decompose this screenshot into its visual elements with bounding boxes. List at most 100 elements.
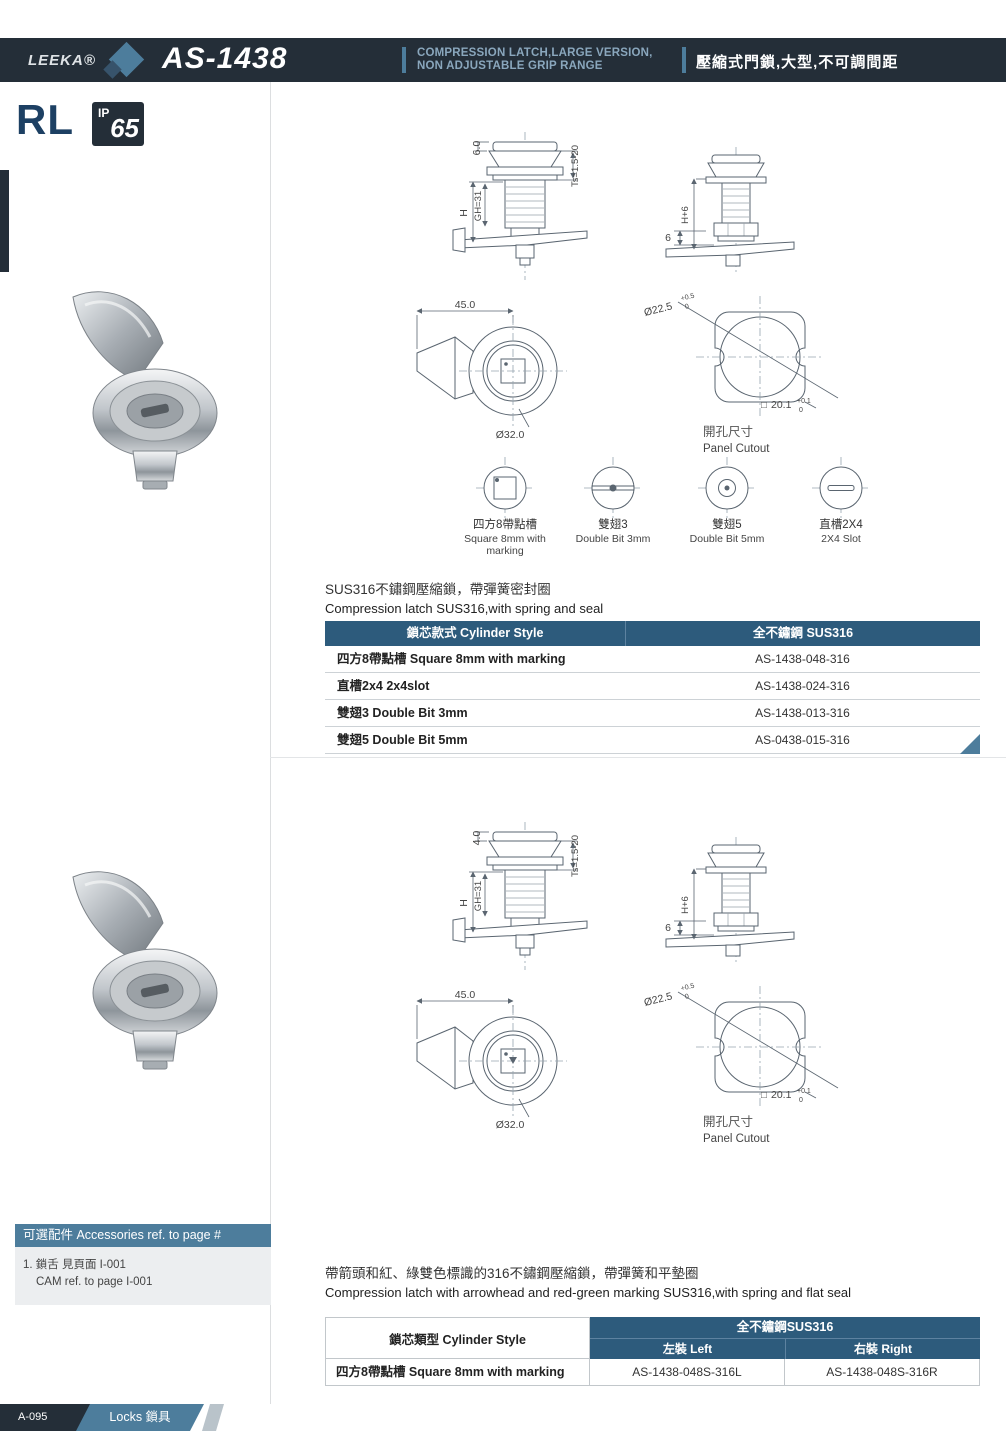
page-footer: A-095 Locks 鎖具 [0,1404,1006,1431]
square-tol-lower: 0 [799,1097,803,1104]
accessories-body: 1. 鎖舌 見頁面 I-001 CAM ref. to page I-001 [15,1247,271,1305]
technical-drawing-set-1: 6.0 Ts=1.5-20 H GH=31 6 H+6 45.0 Ø32.0 Ø… [300,120,870,557]
cylinder-style-cell: 四方8帶點槽 Square 8mm with marking [325,1359,590,1386]
dim-body-diameter: Ø32.0 [496,429,525,441]
page-edge-tab [0,170,9,272]
cutout-tol-lower: 0 [684,303,690,311]
top-view-drawing [417,1001,567,1119]
cylinder-label-zh: 直槽2X4 [819,517,863,531]
page-number: A-095 [18,1411,48,1423]
dim-six: 6 [665,922,671,934]
panel-cutout-drawing [677,295,839,419]
dim-h: H [458,209,470,217]
square-symbol: □ [761,1090,767,1101]
panel-cutout-drawing [677,985,839,1109]
part-number-table-2: 鎖芯類型 Cylinder Style 全不鏽鋼SUS316 左裝 Left 右… [325,1317,980,1386]
rl-logo: RL [16,96,74,143]
divider-bar [402,47,406,73]
section2-description: 帶箭頭和紅、綠雙色標識的316不鏽鋼壓縮鎖，帶彈簧和平墊圈 Compressio… [325,1262,985,1300]
dim-width: 45.0 [455,299,476,311]
ip65-badge: IP 65 [92,102,144,146]
cylinder-label-en: Double Bit 3mm [576,533,651,545]
dim-gh: GH=31 [473,191,484,221]
panel-cutout-label-en: Panel Cutout [703,1133,770,1145]
part-number-cell: AS-1438-013-316 [755,706,850,720]
cylinder-label-en: Double Bit 5mm [690,533,765,545]
dim-square-size: 20.1 [771,1089,792,1101]
square-tol-lower: 0 [799,407,803,414]
cutout-tol-upper: +0.5 [680,293,695,303]
accessories-panel: 可選配件 Accessories ref. to page # 1. 鎖舌 見頁… [15,1224,271,1305]
cylinder-icon-2x4slot [812,457,870,519]
dim-gh: GH=31 [473,881,484,911]
dim-width: 45.0 [455,989,476,1001]
dim-grip-range: Ts=1.5-20 [570,145,581,187]
title-english: COMPRESSION LATCH,LARGE VERSION, NON ADJ… [417,47,653,73]
cylinder-label-zh: 雙翅3 [598,517,627,531]
dim-cutout-diameter: Ø22.5 +0.5 0 [643,293,696,319]
section1-desc-zh: SUS316不鏽鋼壓縮鎖，帶彈簧密封圈 [325,582,551,597]
section2-desc-zh: 帶箭頭和紅、綠雙色標識的316不鏽鋼壓縮鎖，帶彈簧和平墊圈 [325,1266,699,1281]
part-number-table-1: 鎖芯款式 Cylinder Style 全不鏽鋼 SUS316 四方8帶點槽 S… [325,621,980,754]
table2-group-header: 全不鏽鋼SUS316 [590,1317,980,1338]
cutout-diameter-value: Ø22.5 [643,990,674,1009]
part-number-right-cell: AS-1438-048S-316R [785,1359,980,1386]
cylinder-label-en: 2X4 Slot [821,533,861,545]
cylinder-label-en2: marking [486,545,524,557]
title-english-line1: COMPRESSION LATCH,LARGE VERSION, [417,47,653,59]
product-photo-1 [71,290,219,491]
cylinder-style-cell: 雙翅3 Double Bit 3mm [337,706,468,720]
vertical-separator [270,82,271,1404]
dim-h-plus-6: H+6 [680,896,691,914]
accessory-item-zh: 1. 鎖舌 見頁面 I-001 [23,1259,126,1271]
cylinder-style-cell: 四方8帶點槽 Square 8mm with marking [337,652,566,666]
part-number-cell: AS-1438-048-316 [755,652,850,666]
corner-accent [960,734,980,754]
divider-bar [682,47,686,73]
table2-left-header: 左裝 Left [590,1338,785,1359]
ip-prefix: IP [98,106,110,120]
cylinder-style-cell: 直槽2x4 2x4slot [337,679,430,693]
cylinder-style-cell: 雙翅5 Double Bit 5mm [337,733,468,747]
dim-body-diameter: Ø32.0 [496,1119,525,1131]
part-number-cell: AS-1438-024-316 [755,679,850,693]
dim-cap-height: 6.0 [471,141,483,156]
cutout-tol-upper: +0.5 [680,983,695,993]
table1-header-row: 鎖芯款式 Cylinder Style 全不鏽鋼 SUS316 [325,621,980,646]
section-name: Locks 鎖具 [109,1410,171,1424]
cylinder-icon-square8 [476,457,534,519]
table-row: 雙翅3 Double Bit 3mm AS-1438-013-316 [325,700,980,727]
part-number-left-cell: AS-1438-048S-316L [590,1359,785,1386]
footer-page-number: A-095 [0,1404,92,1431]
accessory-item-en: CAM ref. to page I-001 [36,1276,153,1288]
dim-h: H [458,899,470,907]
cylinder-label-zh: 雙翅5 [712,517,741,531]
part-number-cell: AS-0438-015-316 [755,733,850,747]
cutout-diameter-value: Ø22.5 [643,300,674,319]
dim-grip-range: Ts=1.5-20 [570,835,581,877]
section1-description: SUS316不鏽鋼壓縮鎖，帶彈簧密封圈 Compression latch SU… [325,578,985,616]
dim-h-plus-6: H+6 [680,206,691,224]
cylinder-label-zh: 四方8帶點槽 [473,517,537,531]
page-title: AS-1438 [162,42,288,75]
table1-col-part-header: 全不鏽鋼 SUS316 [625,621,980,646]
footer-section-name: Locks 鎖具 [76,1404,204,1431]
panel-cutout-label-en: Panel Cutout [703,443,770,455]
product-photo-2 [71,870,219,1071]
square-tol-upper: +0.1 [797,398,811,405]
dim-six: 6 [665,232,671,244]
title-english-line2: NON ADJUSTABLE GRIP RANGE [417,60,603,72]
table2-col-style-header: 鎖芯類型 Cylinder Style [325,1317,590,1359]
technical-drawing-set-2: 4.0 Ts=1.5-20 H GH=31 6 H+6 45.0 Ø32.0 Ø… [300,810,839,1145]
ip-rating: 65 [110,113,139,143]
table-row: 直槽2x4 2x4slot AS-1438-024-316 [325,673,980,700]
table2-right-header: 右裝 Right [785,1338,980,1359]
title-chinese: 壓縮式門鎖,大型,不可調間距 [696,54,899,71]
dim-cutout-diameter: Ø22.5 +0.5 0 [643,983,696,1009]
dim-cap-height: 4.0 [471,831,483,846]
table1-col-style-header: 鎖芯款式 Cylinder Style [406,626,544,640]
cylinder-icon-doublebit3 [584,457,642,519]
top-view-drawing [417,311,567,429]
panel-cutout-label-zh: 開孔尺寸 [703,1115,753,1129]
